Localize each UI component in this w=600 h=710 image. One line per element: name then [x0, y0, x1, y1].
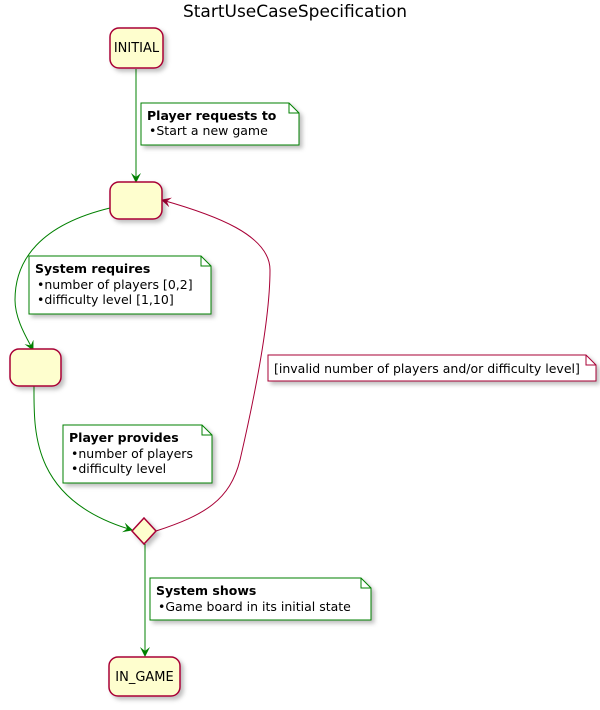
state-in-game-label: IN_GAME: [115, 670, 173, 685]
state-requires-unnamed: [9, 348, 62, 387]
note-player-provides-bullet-2: •difficulty level: [71, 461, 166, 476]
note-system-requires-heading: System requires: [35, 261, 150, 276]
note-system-shows-heading: System shows: [156, 583, 256, 598]
state-initial-label: INITIAL: [114, 41, 160, 56]
note-system-shows: System shows •Game board in its initial …: [149, 577, 372, 621]
state-initial: INITIAL: [109, 27, 164, 69]
note-system-shows-bullet-1: •Game board in its initial state: [158, 599, 351, 614]
note-player-provides: Player provides •number of players •diff…: [62, 424, 213, 484]
note-invalid-condition: [invalid number of players and/or diffic…: [267, 354, 597, 382]
note-player-provides-heading: Player provides: [69, 430, 179, 445]
state-request-unnamed: [109, 181, 163, 220]
note-player-requests: Player requests to •Start a new game: [140, 102, 300, 146]
note-system-requires-bullet-1: •number of players [0,2]: [37, 277, 193, 292]
note-invalid-condition-text: [invalid number of players and/or diffic…: [274, 361, 580, 376]
edge-decision-back-to-request: [155, 197, 271, 532]
note-player-requests-heading: Player requests to: [147, 108, 277, 123]
diagram-title: StartUseCaseSpecification: [183, 2, 407, 22]
note-system-requires: System requires •number of players [0,2]…: [28, 255, 212, 315]
decision-diamond: [130, 516, 158, 546]
edge-requires-to-decision: [33, 384, 133, 533]
note-system-requires-bullet-2: •difficulty level [1,10]: [37, 292, 174, 307]
note-player-provides-bullet-1: •number of players: [71, 446, 193, 461]
note-player-requests-bullet-1: •Start a new game: [149, 123, 268, 138]
state-in-game: IN_GAME: [108, 656, 181, 697]
edge-request-to-requires: [14, 207, 111, 351]
